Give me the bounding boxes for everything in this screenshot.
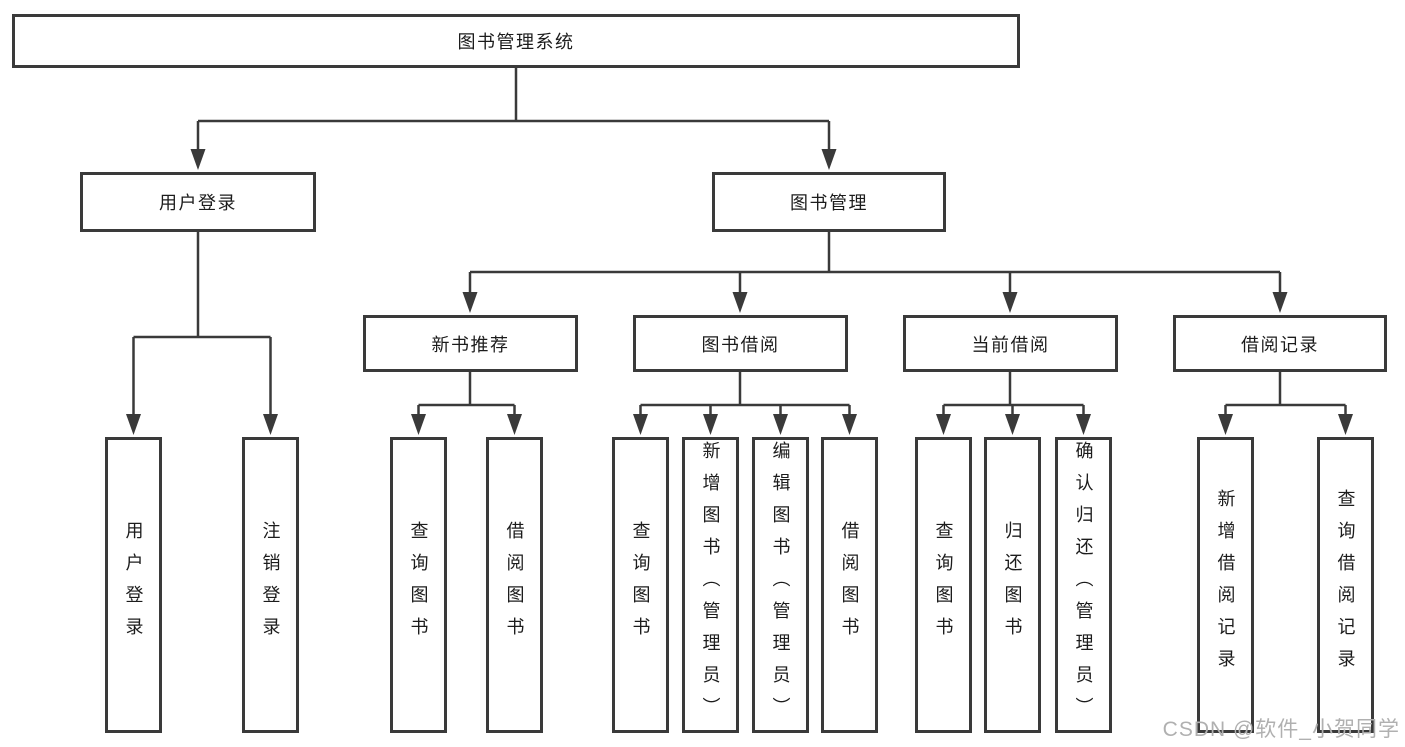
arrow-icon bbox=[1272, 292, 1288, 313]
leaf-borrow-books-2: 借阅图书 bbox=[821, 437, 878, 733]
arrow-icon bbox=[703, 414, 718, 435]
arrow-icon bbox=[936, 414, 951, 435]
leaf-add-book-admin: 新增图书（管理员） bbox=[682, 437, 739, 733]
leaf-label: 用户登录 bbox=[123, 521, 144, 649]
node-book-borrow: 图书借阅 bbox=[633, 315, 848, 372]
leaf-label: 注销登录 bbox=[260, 521, 281, 649]
leaf-add-borrow-record: 新增借阅记录 bbox=[1197, 437, 1254, 733]
leaf-label: 归还图书 bbox=[1002, 521, 1023, 649]
leaf-label: 确认归还（管理员） bbox=[1073, 441, 1094, 729]
leaf-label: 新增借阅记录 bbox=[1215, 489, 1236, 681]
leaf-query-borrow-record: 查询借阅记录 bbox=[1317, 437, 1374, 733]
arrow-icon bbox=[773, 414, 788, 435]
connector-borrow-records-to-children bbox=[1224, 372, 1347, 416]
arrow-icon bbox=[1002, 292, 1018, 313]
arrow-icon bbox=[633, 414, 648, 435]
leaf-query-books-2: 查询图书 bbox=[612, 437, 669, 733]
leaf-user-login: 用户登录 bbox=[105, 437, 162, 733]
node-root: 图书管理系统 bbox=[12, 14, 1020, 68]
node-book-management: 图书管理 bbox=[712, 172, 946, 232]
leaf-return-book: 归还图书 bbox=[984, 437, 1041, 733]
leaf-borrow-books-1: 借阅图书 bbox=[486, 437, 543, 733]
leaf-label: 查询图书 bbox=[630, 521, 651, 649]
leaf-edit-book-admin: 编辑图书（管理员） bbox=[752, 437, 809, 733]
arrow-icon bbox=[842, 414, 857, 435]
connector-book-management-to-level3 bbox=[468, 232, 1282, 293]
leaf-confirm-return-admin: 确认归还（管理员） bbox=[1055, 437, 1112, 733]
connector-root-to-level2 bbox=[196, 68, 831, 150]
leaf-label: 编辑图书（管理员） bbox=[770, 441, 791, 729]
leaf-label: 查询借阅记录 bbox=[1335, 489, 1356, 681]
leaf-query-books-1: 查询图书 bbox=[390, 437, 447, 733]
arrow-icon bbox=[507, 414, 522, 435]
arrow-icon bbox=[821, 149, 837, 170]
arrow-icon bbox=[263, 414, 278, 435]
node-user-login: 用户登录 bbox=[80, 172, 316, 232]
arrow-icon bbox=[1005, 414, 1020, 435]
node-new-book-recommend: 新书推荐 bbox=[363, 315, 578, 372]
connector-new-book-to-children bbox=[417, 372, 516, 416]
arrow-icon bbox=[411, 414, 426, 435]
arrow-icon bbox=[732, 292, 748, 313]
leaf-query-books-3: 查询图书 bbox=[915, 437, 972, 733]
arrow-icon bbox=[190, 149, 206, 170]
node-current-borrow: 当前借阅 bbox=[903, 315, 1118, 372]
arrow-icon bbox=[462, 292, 478, 313]
arrow-icon bbox=[1076, 414, 1091, 435]
watermark: CSDN @软件_小贺同学 bbox=[1162, 718, 1400, 741]
leaf-logout: 注销登录 bbox=[242, 437, 299, 733]
leaf-label: 新增图书（管理员） bbox=[700, 441, 721, 729]
leaf-label: 查询图书 bbox=[933, 521, 954, 649]
connector-user-login-to-children bbox=[132, 232, 272, 415]
arrow-icon bbox=[126, 414, 141, 435]
leaf-label: 查询图书 bbox=[408, 521, 429, 649]
node-borrow-records: 借阅记录 bbox=[1173, 315, 1387, 372]
leaf-label: 借阅图书 bbox=[839, 521, 860, 649]
connector-current-borrow-to-children bbox=[942, 372, 1085, 416]
leaf-label: 借阅图书 bbox=[504, 521, 525, 649]
arrow-icon bbox=[1218, 414, 1233, 435]
connector-book-borrow-to-children bbox=[639, 372, 851, 416]
arrow-icon bbox=[1338, 414, 1353, 435]
